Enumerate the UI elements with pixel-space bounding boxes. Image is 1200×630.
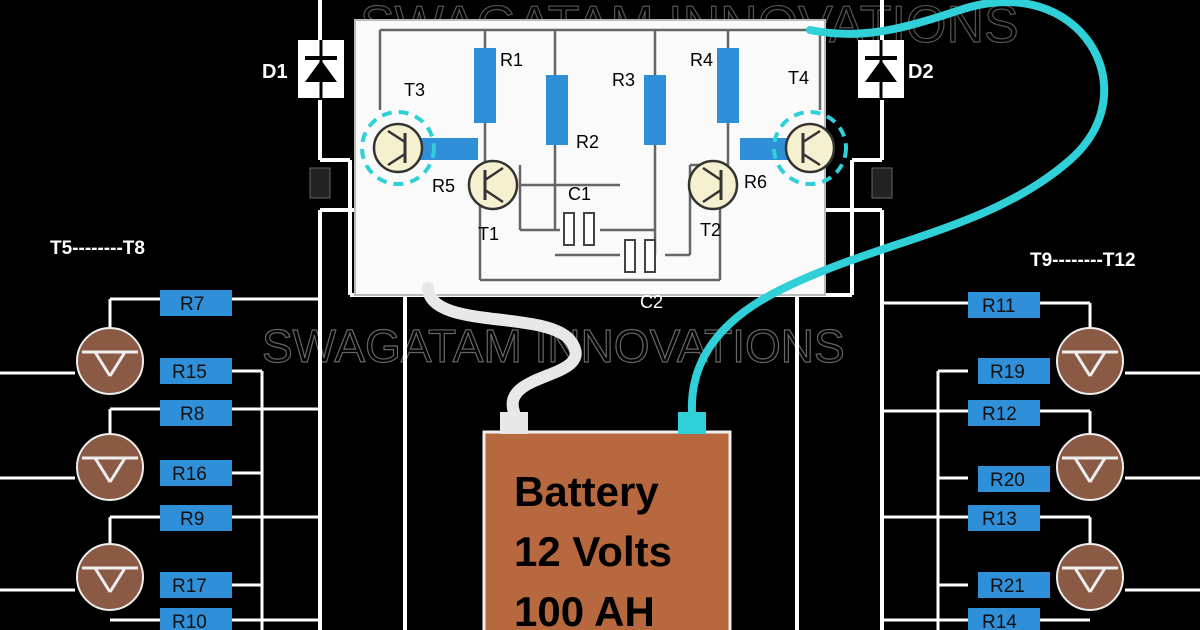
transistor-t5 xyxy=(76,327,144,395)
battery-negative-terminal xyxy=(500,412,528,434)
diode-d1-label: D1 xyxy=(262,61,288,83)
battery: Battery 12 Volts 100 AH xyxy=(482,412,732,630)
resistor-r7: R7 xyxy=(160,290,232,316)
battery-line-3: 100 AH xyxy=(514,588,655,630)
label-r5: R5 xyxy=(432,176,455,196)
battery-line-2: 12 Volts xyxy=(514,528,672,575)
label-r4: R4 xyxy=(690,50,713,70)
resistor-r19: R19 xyxy=(978,358,1050,384)
label-r8: R8 xyxy=(180,404,204,425)
resistor-r12: R12 xyxy=(968,400,1040,426)
resistor-r6 xyxy=(740,138,800,160)
diode-d2 xyxy=(858,40,904,98)
resistor-r14: R14 xyxy=(968,608,1040,630)
transistor-t10 xyxy=(1056,433,1124,501)
battery-line-1: Battery xyxy=(514,468,659,515)
transistor-t3 xyxy=(360,110,436,186)
resistor-r11: R11 xyxy=(968,292,1040,318)
positive-lead xyxy=(687,0,1109,416)
label-r21: R21 xyxy=(990,576,1025,597)
label-r3: R3 xyxy=(612,70,635,90)
capacitor-c1 xyxy=(563,212,595,246)
transistor-t9 xyxy=(1056,327,1124,395)
transistor-t4 xyxy=(772,110,848,186)
resistor-r3 xyxy=(644,75,666,145)
label-r7: R7 xyxy=(180,294,204,315)
resistor-r8: R8 xyxy=(160,400,232,426)
label-r2: R2 xyxy=(576,132,599,152)
label-r13: R13 xyxy=(982,509,1017,530)
mosfet-right-tab xyxy=(871,167,893,199)
label-r14: R14 xyxy=(982,612,1017,630)
label-r15: R15 xyxy=(172,362,207,383)
resistor-r16: R16 xyxy=(160,460,232,486)
resistor-r10: R10 xyxy=(160,608,232,630)
label-t4: T4 xyxy=(788,68,809,88)
transistor-t2 xyxy=(687,159,739,211)
transistor-t7 xyxy=(76,543,144,611)
battery-positive-terminal xyxy=(678,412,706,434)
right-bank-wiring xyxy=(882,301,1200,630)
resistor-r17: R17 xyxy=(160,572,232,598)
label-r20: R20 xyxy=(990,470,1025,491)
capacitor-c2 xyxy=(624,239,656,273)
resistor-r9: R9 xyxy=(160,505,232,531)
diode-d1 xyxy=(298,40,344,98)
label-c1: C1 xyxy=(568,184,591,204)
label-t3: T3 xyxy=(404,80,425,100)
label-r19: R19 xyxy=(990,362,1025,383)
label-t2: T2 xyxy=(700,220,721,240)
left-bank-wiring xyxy=(0,297,320,630)
left-transistors xyxy=(76,327,144,611)
diode-d2-label: D2 xyxy=(908,61,934,83)
label-r12: R12 xyxy=(982,404,1017,425)
label-r11: R11 xyxy=(982,296,1015,317)
group-label-right: T9--------T12 xyxy=(1030,250,1136,271)
group-label-left: T5--------T8 xyxy=(50,238,145,259)
transistor-t11 xyxy=(1056,543,1124,611)
negative-lead xyxy=(422,282,582,418)
right-resistors: R11 R19 R12 R20 R13 R21 R14 xyxy=(968,292,1050,630)
resistor-r15: R15 xyxy=(160,358,232,384)
label-r10: R10 xyxy=(172,612,207,630)
mosfet-left-tab xyxy=(309,167,331,199)
label-r6: R6 xyxy=(744,172,767,192)
resistor-r4 xyxy=(717,48,739,123)
transistor-t1 xyxy=(467,159,519,211)
resistor-r1 xyxy=(474,48,496,123)
label-r1: R1 xyxy=(500,50,523,70)
resistor-r2 xyxy=(546,75,568,145)
resistor-r5 xyxy=(418,138,478,160)
label-r17: R17 xyxy=(172,576,207,597)
resistor-r20: R20 xyxy=(978,466,1050,492)
right-transistors xyxy=(1056,327,1124,611)
resistor-r21: R21 xyxy=(978,572,1050,598)
label-r9: R9 xyxy=(180,509,204,530)
label-r16: R16 xyxy=(172,464,207,485)
label-t1: T1 xyxy=(478,224,499,244)
oscillator-board: R1 R2 R3 R4 R5 R6 T1 T2 T3 T4 C1 C2 xyxy=(354,19,848,312)
label-c2: C2 xyxy=(640,292,663,312)
transistor-t6 xyxy=(76,433,144,501)
left-resistors: R7 R15 R8 R16 R9 R17 R10 xyxy=(160,290,232,630)
resistor-r13: R13 xyxy=(968,505,1040,531)
